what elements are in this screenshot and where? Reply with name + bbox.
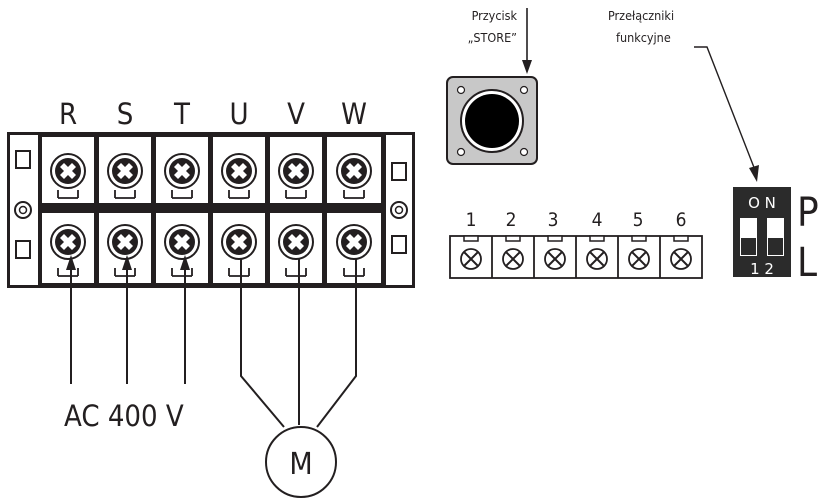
terminal-screw-r-top [50, 153, 86, 189]
dip-switch-2-lever [768, 238, 783, 255]
terminal-screw-t-bottom [164, 224, 200, 260]
terminal-cells-top [40, 135, 383, 205]
dip-switch: O N 1 2 [733, 187, 791, 278]
dip-switch-on-label: O N [748, 194, 776, 212]
terminal-label-u: U [229, 97, 248, 131]
terminal-screw-v-top [278, 153, 314, 189]
store-button-label: Przycisk „STORE” [468, 8, 518, 45]
store-button-pointer-head [522, 60, 532, 74]
function-switches-label-line1: Przełączniki [608, 8, 674, 23]
terminal-label-s: S [117, 97, 134, 131]
control-terminal-number-6: 6 [676, 209, 687, 231]
terminal-label-v: V [287, 97, 305, 131]
function-switches-label-line2: funkcyjne [616, 30, 671, 45]
control-terminal-numbers: 1 2 3 4 5 6 [466, 209, 687, 231]
dip-switch-numbers: 1 2 [750, 260, 774, 278]
dip-switch-side-letter-p: P [797, 190, 819, 236]
control-terminal-number-2: 2 [506, 209, 517, 231]
terminal-label-w: W [341, 97, 367, 131]
control-terminal-screw-4 [586, 248, 608, 270]
motor-label: M [289, 447, 312, 482]
terminal-screw-s-bottom [107, 224, 143, 260]
store-button[interactable] [446, 76, 538, 165]
terminal-label-t: T [173, 97, 191, 131]
supply-arrows [66, 255, 190, 384]
control-terminal-screw-2 [502, 248, 524, 270]
control-terminal-screw-6 [670, 248, 692, 270]
terminal-screw-w-bottom [336, 224, 372, 260]
store-button-label-line2: „STORE” [468, 30, 517, 45]
terminal-screw-s-top [107, 153, 143, 189]
terminal-screw-u-bottom [221, 224, 257, 260]
terminal-label-r: R [59, 97, 77, 131]
control-terminal-screw-5 [628, 248, 650, 270]
dip-switch-side-letter-l: L [797, 240, 817, 286]
terminal-letter-labels: R S T U V W [59, 97, 367, 131]
terminal-screw-t-top [164, 153, 200, 189]
store-button-label-line1: Przycisk [472, 8, 518, 23]
control-terminal-screw-3 [544, 248, 566, 270]
control-terminal-number-1: 1 [466, 209, 477, 231]
motor-symbol [265, 426, 337, 498]
terminal-screw-w-top [336, 153, 372, 189]
control-terminal-number-3: 3 [548, 209, 559, 231]
supply-voltage-label: AC 400 V [64, 399, 184, 433]
terminal-screw-v-bottom [278, 224, 314, 260]
control-terminal-screw-1 [460, 248, 482, 270]
motor-wires [240, 258, 357, 428]
power-terminal-block [7, 132, 415, 288]
control-terminal-number-4: 4 [592, 209, 603, 231]
control-terminal-block [449, 235, 703, 279]
terminal-cells-bottom [40, 211, 383, 285]
terminal-screw-u-top [221, 153, 257, 189]
function-switches-label: Przełączniki funkcyjne [608, 8, 674, 45]
function-switches-pointer [694, 46, 756, 171]
control-terminal-number-5: 5 [633, 209, 644, 231]
terminal-screw-r-bottom [50, 224, 86, 260]
dip-switch-1-lever [741, 238, 756, 255]
function-switches-pointer-head [749, 165, 759, 182]
store-button-cap[interactable] [465, 94, 519, 148]
terminal-clamps [57, 190, 365, 277]
